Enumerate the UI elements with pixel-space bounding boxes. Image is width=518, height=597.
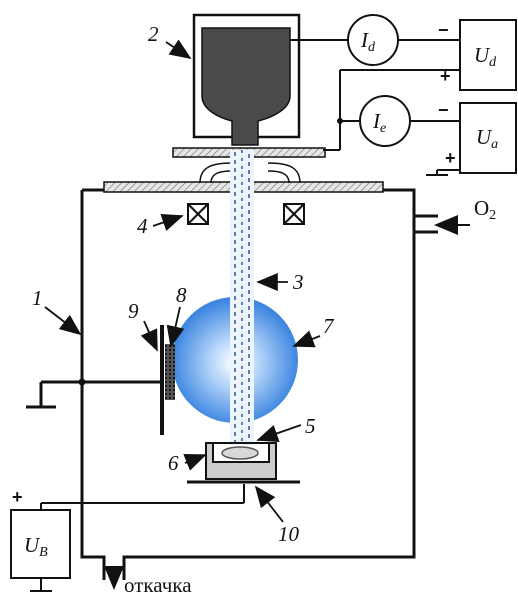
supply-ua-box (459, 102, 517, 174)
cathode-assembly (192, 13, 301, 146)
discharge-wiring (290, 39, 460, 176)
label-5: 5 (305, 414, 316, 438)
label-9: 9 (128, 299, 139, 323)
label-10: 10 (278, 522, 300, 546)
label-2: 2 (148, 22, 159, 46)
label-3: 3 (292, 270, 304, 294)
supply-ub-box (10, 509, 71, 579)
supply-ua-label: Ua (476, 125, 498, 152)
label-8: 8 (176, 283, 187, 307)
focusing-coil-left (187, 203, 209, 225)
meter-ie-circle (359, 95, 411, 147)
meter-id-circle (347, 14, 399, 66)
ua-minus-mark: − (438, 100, 449, 120)
bias-wiring (30, 484, 245, 592)
supply-ud-label: Ud (474, 43, 497, 70)
label-7: 7 (323, 314, 335, 338)
sample-coating (165, 344, 175, 400)
label-4: 4 (137, 214, 148, 238)
focusing-coil-right (283, 203, 305, 225)
pump-label: откачка (124, 573, 192, 597)
label-6: 6 (168, 451, 179, 475)
gas-inlet-label: O2 (474, 196, 496, 223)
supply-ub-label: UB (24, 533, 48, 560)
supply-ud-box (459, 19, 517, 91)
melt-pool (221, 446, 259, 460)
ub-plus-mark: + (12, 487, 23, 507)
meter-ie-label: Ie (372, 109, 386, 136)
label-1: 1 (32, 286, 43, 310)
ua-plus-mark: + (445, 148, 456, 168)
ub-minus-mark: − (12, 568, 23, 588)
leader-lines (44, 39, 321, 523)
electron-beam (230, 150, 254, 445)
ud-minus-mark: − (438, 20, 449, 40)
ud-plus-mark: + (440, 66, 451, 86)
meter-id-label: Id (360, 28, 376, 55)
chamber-ground (26, 380, 162, 409)
extraction-tubes (199, 162, 301, 184)
